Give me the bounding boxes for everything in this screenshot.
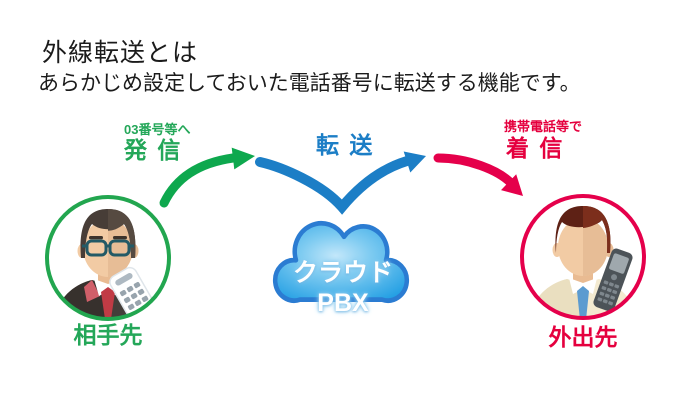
incoming-arrow-icon (433, 153, 523, 196)
destination-ring (520, 194, 646, 320)
destination-label: 外出先 (548, 324, 618, 350)
cloud-icon (272, 220, 410, 303)
cloud-pbx-label: クラウドPBX (292, 259, 393, 317)
caller-label: 相手先 (73, 322, 143, 348)
transfer-label: 転 送 (316, 132, 375, 158)
incoming-note: 携帯電話等で (504, 119, 583, 134)
page-subtitle: あらかじめ設定しておいた電話番号に転送する機能です。 (38, 72, 581, 95)
caller-ring (45, 195, 171, 321)
mobile-phone-icon (593, 248, 633, 312)
transfer-arrow-icon (255, 151, 426, 215)
outgoing-label: 発 信 (124, 137, 183, 163)
incoming-label: 着 信 (506, 135, 565, 161)
caller-avatar (45, 195, 171, 321)
destination-avatar (520, 194, 646, 320)
outgoing-note: 03番号等へ (124, 122, 191, 137)
page-title: 外線転送とは (42, 39, 199, 67)
outgoing-arrow-icon (159, 147, 255, 208)
glasses-icon (82, 239, 134, 257)
